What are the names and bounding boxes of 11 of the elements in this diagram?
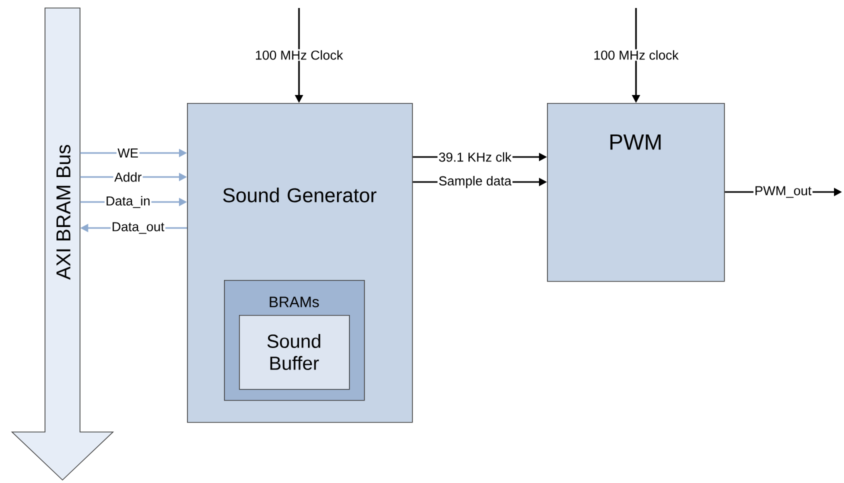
edge-label: Data_in	[104, 195, 152, 209]
edge-label: 39.1 KHz clk	[438, 151, 512, 163]
edge-label: WE	[116, 148, 140, 158]
block-box: PWM	[547, 103, 725, 282]
edge-label: Sample data	[438, 174, 512, 190]
edge-label: PWM_out	[753, 185, 813, 199]
edge-label: 100 MHz clock	[592, 49, 680, 61]
edge-label: Addr	[113, 171, 143, 183]
edge-label: 100 MHz Clock	[254, 49, 344, 61]
edge-label: Data_out	[110, 221, 166, 235]
buffer-box: Sound Buffer	[239, 315, 350, 390]
